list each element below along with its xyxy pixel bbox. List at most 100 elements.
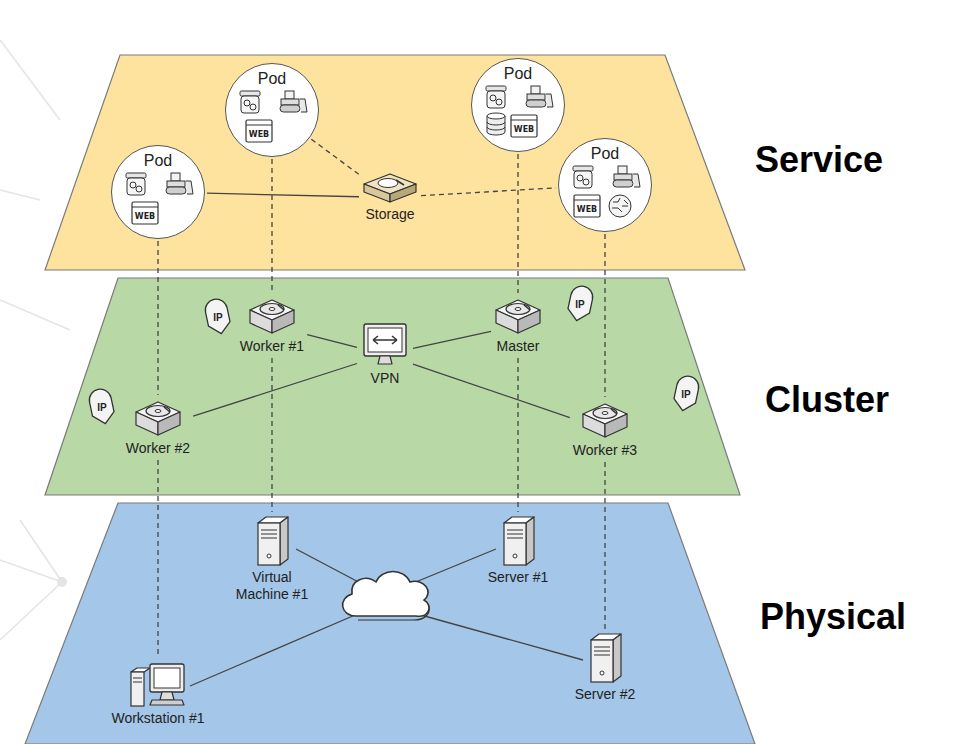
vpn-symbol bbox=[360, 322, 410, 368]
ray bbox=[0, 40, 60, 120]
web-window-bar bbox=[511, 119, 537, 120]
jar-bead bbox=[583, 179, 589, 185]
server-node: Virtual Machine #1 bbox=[229, 515, 315, 603]
web-window-bar bbox=[574, 199, 600, 200]
jar-bead bbox=[496, 99, 502, 105]
monitor-stand bbox=[378, 356, 392, 364]
server-symbol bbox=[252, 515, 292, 567]
dozer-cab bbox=[618, 166, 627, 174]
vpn-icon bbox=[364, 324, 406, 364]
worker-icon bbox=[136, 402, 180, 435]
drive-bays bbox=[507, 530, 523, 538]
disc-arm bbox=[611, 409, 617, 414]
node-label: Workstation #1 bbox=[111, 710, 204, 727]
dozer-blade bbox=[546, 94, 553, 107]
pod-circle: Pod bbox=[225, 63, 319, 157]
disc-hub bbox=[269, 308, 275, 311]
monitor-stand bbox=[160, 692, 174, 700]
node-label: Worker #1 bbox=[240, 338, 304, 355]
worker-icon bbox=[496, 300, 540, 333]
jar-body bbox=[241, 96, 259, 113]
power-led bbox=[267, 554, 271, 558]
layer-title: Service bbox=[755, 139, 883, 181]
jar-body bbox=[127, 178, 145, 195]
workstation-node: Workstation #1 bbox=[111, 660, 204, 727]
pod-label: Pod bbox=[559, 145, 651, 163]
server-side bbox=[613, 634, 621, 682]
pod-circle: Pod bbox=[471, 58, 565, 152]
dozer-body bbox=[614, 174, 632, 180]
storage-symbol bbox=[362, 172, 418, 204]
node-label: Virtual Machine #1 bbox=[229, 569, 315, 603]
server-symbol bbox=[585, 632, 625, 684]
pod-circle: Pod bbox=[111, 145, 205, 239]
plane-trapezoid bbox=[45, 55, 745, 270]
dozer-blade bbox=[186, 181, 193, 194]
power-led bbox=[513, 554, 517, 558]
disc bbox=[593, 408, 617, 419]
disc bbox=[506, 304, 530, 315]
power-led bbox=[600, 671, 604, 675]
jar-lid bbox=[126, 173, 146, 178]
dozer-track bbox=[613, 180, 633, 187]
layer-plane: PhysicalVirtual Machine #1Server #1Works… bbox=[0, 500, 960, 744]
web-window bbox=[132, 202, 158, 224]
web-window bbox=[246, 120, 272, 142]
plane-trapezoid bbox=[25, 503, 755, 744]
server-side bbox=[526, 517, 534, 565]
pod-icons bbox=[240, 91, 307, 142]
workstation-icon bbox=[131, 664, 184, 706]
worker-icon bbox=[250, 300, 294, 333]
node-label: Server #1 bbox=[488, 569, 549, 586]
ai-circuit bbox=[612, 198, 628, 212]
screen bbox=[368, 328, 402, 352]
dozer-track bbox=[526, 100, 546, 107]
dozer-cab bbox=[171, 173, 180, 181]
database-rings bbox=[487, 122, 505, 130]
worker-symbol bbox=[581, 400, 629, 440]
server-node: Server #2 bbox=[575, 632, 636, 703]
web-window-bar bbox=[132, 206, 158, 207]
pod-label: Pod bbox=[472, 65, 564, 83]
ray bbox=[0, 582, 62, 640]
server-node: Server #1 bbox=[488, 515, 549, 586]
storage-icon bbox=[364, 174, 416, 202]
web-window-bar bbox=[246, 124, 272, 125]
dozer-track bbox=[166, 187, 186, 194]
worker-node: Worker #1 bbox=[240, 296, 304, 355]
node-label: Server #2 bbox=[575, 686, 636, 703]
jar-bead bbox=[130, 182, 136, 188]
pod-label: Pod bbox=[226, 70, 318, 88]
jar-lid bbox=[486, 86, 506, 91]
ray bbox=[0, 190, 40, 200]
sunburst-decoration bbox=[0, 40, 70, 640]
worker-node: Worker #2 bbox=[126, 398, 190, 457]
dozer-body bbox=[527, 94, 545, 100]
dozer-body bbox=[281, 99, 299, 105]
disc-arm bbox=[524, 305, 530, 310]
dozer-track bbox=[280, 105, 300, 112]
server-symbol bbox=[498, 515, 538, 567]
ray bbox=[0, 300, 70, 330]
server-front bbox=[258, 523, 280, 565]
jar-bead bbox=[577, 175, 583, 181]
monitor bbox=[150, 664, 184, 692]
disc bbox=[146, 406, 170, 417]
server-front bbox=[504, 523, 526, 565]
web-window bbox=[574, 195, 600, 217]
drive-bays bbox=[594, 647, 610, 655]
layer-plane: ServicePodPodPodStoragePod bbox=[0, 50, 960, 275]
workstation-symbol bbox=[128, 660, 188, 708]
pod-icons bbox=[486, 86, 553, 137]
monitor bbox=[364, 324, 406, 356]
vpn-node: VPN bbox=[360, 322, 410, 387]
worker-symbol bbox=[494, 296, 542, 336]
node-label: Master bbox=[497, 338, 540, 355]
dozer-blade bbox=[300, 99, 307, 112]
double-arrow bbox=[373, 336, 397, 344]
worker-icon bbox=[583, 404, 627, 437]
jar-body bbox=[487, 91, 505, 108]
tower-front bbox=[131, 672, 144, 706]
worker-symbol bbox=[248, 296, 296, 336]
storage-disc bbox=[378, 179, 398, 188]
